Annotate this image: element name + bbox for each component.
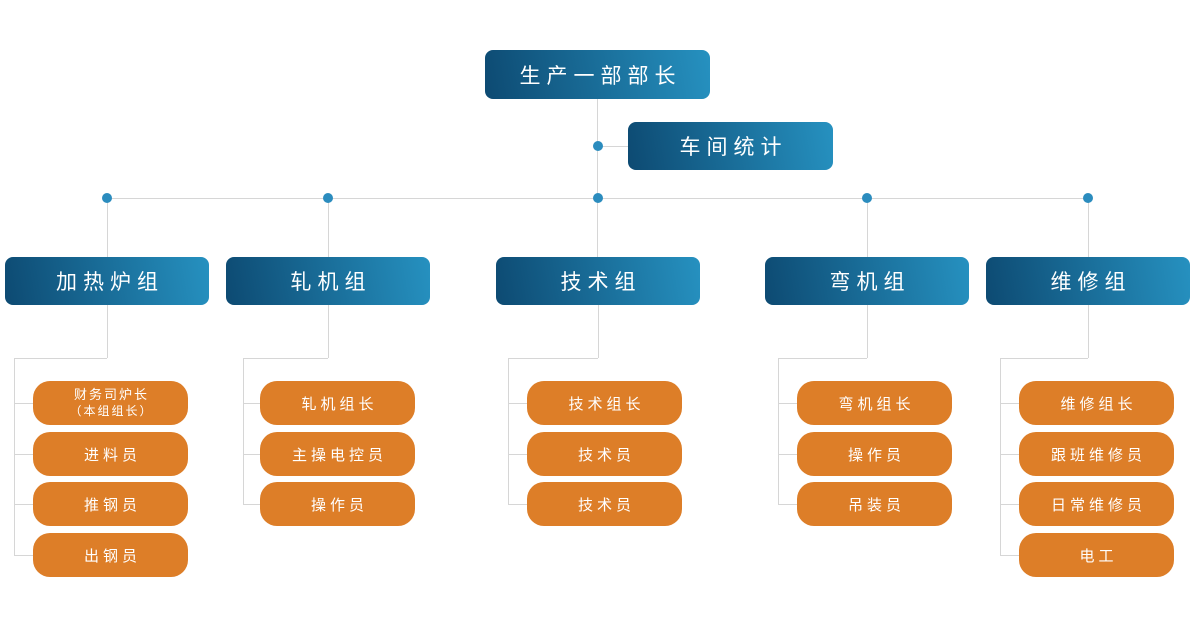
member-label: 电工 <box>1079 547 1118 565</box>
connector-stub-line <box>243 454 260 455</box>
connector-elbow-line <box>243 358 328 359</box>
connector-trunk-line <box>597 99 598 257</box>
member-label: 跟班维修员 <box>1050 446 1146 464</box>
member-node: 出钢员 <box>33 533 188 577</box>
member-node: 跟班维修员 <box>1019 432 1174 476</box>
connector-elbow-line <box>14 358 107 359</box>
node-label: 维修组 <box>1050 271 1132 294</box>
connector-stub-line <box>778 454 797 455</box>
member-node: 弯机组长 <box>797 381 952 425</box>
member-node: 主操电控员 <box>260 432 415 476</box>
group-maintenance: 维修组 <box>986 257 1190 305</box>
member-label: 财务司炉长 <box>73 386 149 402</box>
junction-dot <box>862 193 872 203</box>
member-label: 技术组长 <box>568 395 645 413</box>
connector-stub-line <box>14 454 33 455</box>
member-node: 维修组长 <box>1019 381 1174 425</box>
connector-drop-line <box>1088 198 1089 257</box>
connector-stub-line <box>243 504 260 505</box>
connector-rail-line <box>1000 358 1001 555</box>
member-node: 电工 <box>1019 533 1174 577</box>
connector-stub-line <box>14 504 33 505</box>
junction-dot <box>102 193 112 203</box>
member-label: 进料员 <box>83 446 141 464</box>
connector-rail-line <box>778 358 779 504</box>
member-node: 技术员 <box>527 482 682 526</box>
member-node: 技术员 <box>527 432 682 476</box>
connector-stub-line <box>508 454 527 455</box>
node-label: 技术组 <box>560 271 642 294</box>
member-label: 吊装员 <box>847 496 905 514</box>
connector-stub-line <box>778 403 797 404</box>
member-node: 轧机组长 <box>260 381 415 425</box>
member-node: 技术组长 <box>527 381 682 425</box>
group-bending-machine: 弯机组 <box>765 257 969 305</box>
connector-stub-line <box>1000 454 1019 455</box>
connector-drop-line <box>867 198 868 257</box>
connector-elbow-line <box>1088 305 1089 358</box>
member-label: 技术员 <box>577 496 635 514</box>
connector-stub-line <box>1000 504 1019 505</box>
connector-stub-line <box>508 504 527 505</box>
connector-elbow-line <box>778 358 867 359</box>
connector-stub-line <box>778 504 797 505</box>
connector-stub-line <box>1000 403 1019 404</box>
connector-elbow-line <box>107 305 108 358</box>
member-node: 财务司炉长 （本组组长） <box>33 381 188 425</box>
connector-elbow-line <box>1000 358 1088 359</box>
connector-rail-line <box>508 358 509 504</box>
group-rolling-mill: 轧机组 <box>226 257 430 305</box>
member-label: 日常维修员 <box>1050 496 1146 514</box>
connector-drop-line <box>328 198 329 257</box>
junction-dot <box>323 193 333 203</box>
connector-stub-line <box>14 403 33 404</box>
member-node: 操作员 <box>797 432 952 476</box>
node-director: 生产一部部长 <box>485 50 710 99</box>
connector-elbow-line <box>867 305 868 358</box>
member-sublabel: （本组组长） <box>69 403 154 418</box>
node-label: 生产一部部长 <box>519 64 682 88</box>
connector-drop-line <box>107 198 108 257</box>
member-node: 进料员 <box>33 432 188 476</box>
connector-staff-line <box>598 146 628 147</box>
member-node: 吊装员 <box>797 482 952 526</box>
connector-stub-line <box>1000 555 1019 556</box>
member-label: 轧机组长 <box>301 395 378 413</box>
connector-elbow-line <box>328 305 329 358</box>
member-node: 操作员 <box>260 482 415 526</box>
member-label: 出钢员 <box>83 547 141 565</box>
member-label: 操作员 <box>847 446 905 464</box>
member-label: 维修组长 <box>1060 395 1137 413</box>
member-label: 操作员 <box>310 496 368 514</box>
junction-dot <box>1083 193 1093 203</box>
connector-elbow-line <box>508 358 598 359</box>
member-label: 技术员 <box>577 446 635 464</box>
connector-elbow-line <box>598 305 599 358</box>
node-label: 弯机组 <box>829 271 911 294</box>
connector-stub-line <box>243 403 260 404</box>
connector-rail-line <box>14 358 15 555</box>
connector-stub-line <box>14 555 33 556</box>
node-label: 车间统计 <box>679 136 788 159</box>
member-label: 推钢员 <box>83 496 141 514</box>
member-label: 主操电控员 <box>291 446 387 464</box>
connector-rail-line <box>243 358 244 504</box>
node-label: 加热炉组 <box>56 271 164 294</box>
group-technical: 技术组 <box>496 257 700 305</box>
connector-stub-line <box>508 403 527 404</box>
node-workshop-statistics: 车间统计 <box>628 122 833 170</box>
member-label: 弯机组长 <box>838 395 915 413</box>
member-node: 推钢员 <box>33 482 188 526</box>
junction-dot <box>593 141 603 151</box>
junction-dot <box>593 193 603 203</box>
member-node: 日常维修员 <box>1019 482 1174 526</box>
group-heating-furnace: 加热炉组 <box>5 257 209 305</box>
node-label: 轧机组 <box>290 271 372 294</box>
